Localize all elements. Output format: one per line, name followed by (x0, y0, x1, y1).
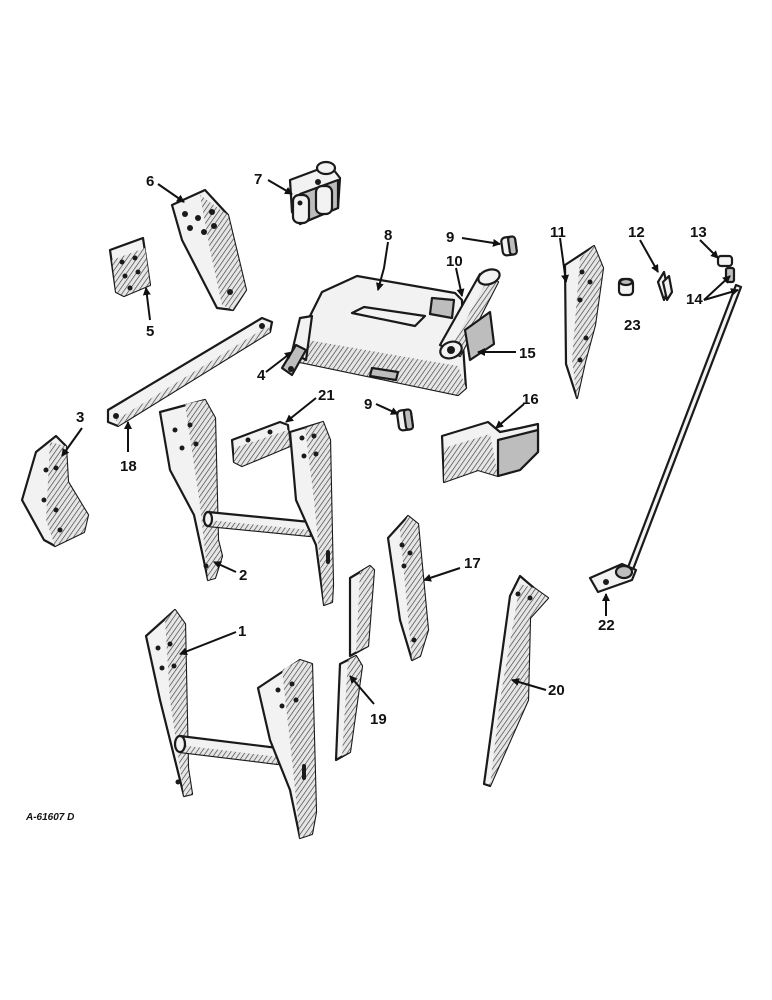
leader-14a (703, 275, 731, 301)
callout-15: 15 (519, 345, 536, 362)
part-15-hub (463, 310, 496, 362)
callout-9-lower: 9 (364, 396, 372, 413)
part-18-bar (106, 316, 274, 428)
callout-9-upper: 9 (446, 229, 454, 246)
leader-17 (423, 567, 461, 582)
callout-12: 12 (628, 224, 645, 241)
callout-14: 14 (686, 291, 703, 308)
part-8-frame (280, 274, 468, 397)
leader-5 (142, 287, 151, 321)
drawing-code: A-61607 D (25, 812, 74, 823)
leader-13 (699, 239, 719, 259)
leader-9-upper (461, 237, 501, 247)
leader-10 (455, 267, 465, 297)
callout-4: 4 (257, 367, 266, 384)
part-9-bushing-upper (500, 235, 518, 257)
callout-20: 20 (548, 682, 565, 699)
callout-6: 6 (146, 173, 154, 190)
callout-17: 17 (464, 555, 481, 572)
callout-23: 23 (624, 317, 641, 334)
callout-21: 21 (318, 387, 335, 404)
part-14-rod (625, 283, 743, 574)
part-6-plate (170, 188, 248, 312)
leader-3 (61, 427, 83, 457)
part-7-bracket (288, 160, 342, 226)
leader-4 (265, 351, 293, 373)
part-13-bolt (716, 254, 736, 284)
leader-2 (213, 561, 237, 573)
callout-11: 11 (550, 224, 566, 241)
callout-1: 1 (238, 623, 246, 640)
callout-8: 8 (384, 227, 392, 244)
part-2-assembly (158, 398, 335, 607)
callout-22: 22 (598, 617, 615, 634)
part-19-strips (334, 564, 376, 762)
part-22-clevis (588, 562, 638, 594)
leader-21 (285, 397, 317, 423)
callout-2: 2 (239, 567, 247, 584)
callout-7: 7 (254, 171, 262, 188)
callout-10: 10 (446, 253, 463, 270)
part-10-shaft (438, 268, 501, 360)
part-3-plate (20, 434, 90, 548)
leader-6 (157, 183, 185, 203)
callout-19: 19 (370, 711, 387, 728)
part-1-assembly (144, 608, 318, 840)
callout-13: 13 (690, 224, 707, 241)
leader-9-lower (375, 403, 399, 415)
callout-5: 5 (146, 323, 154, 340)
part-21-block (230, 420, 292, 468)
part-9-bushing-lower (396, 408, 415, 432)
callout-3: 3 (76, 409, 84, 426)
leader-14b (703, 288, 739, 301)
part-23-nut (617, 277, 635, 297)
leader-8 (375, 241, 389, 291)
leader-1 (179, 631, 237, 656)
callout-labels: 6 7 8 9 10 11 12 13 14 23 5 15 4 21 9 16… (76, 171, 707, 728)
leader-11 (559, 237, 570, 283)
part-11-plate (563, 244, 605, 400)
leader-16 (495, 403, 525, 429)
callout-16: 16 (522, 391, 539, 408)
leader-20 (511, 678, 547, 691)
leader-lines (61, 179, 739, 705)
callout-18: 18 (120, 458, 137, 475)
leader-12 (639, 239, 659, 273)
part-16-bracket (440, 420, 540, 484)
leader-19 (349, 675, 375, 705)
part-12-pin (656, 270, 674, 302)
leader-7 (267, 179, 293, 195)
part-17-plate (386, 514, 430, 662)
part-5-plate (108, 236, 152, 298)
